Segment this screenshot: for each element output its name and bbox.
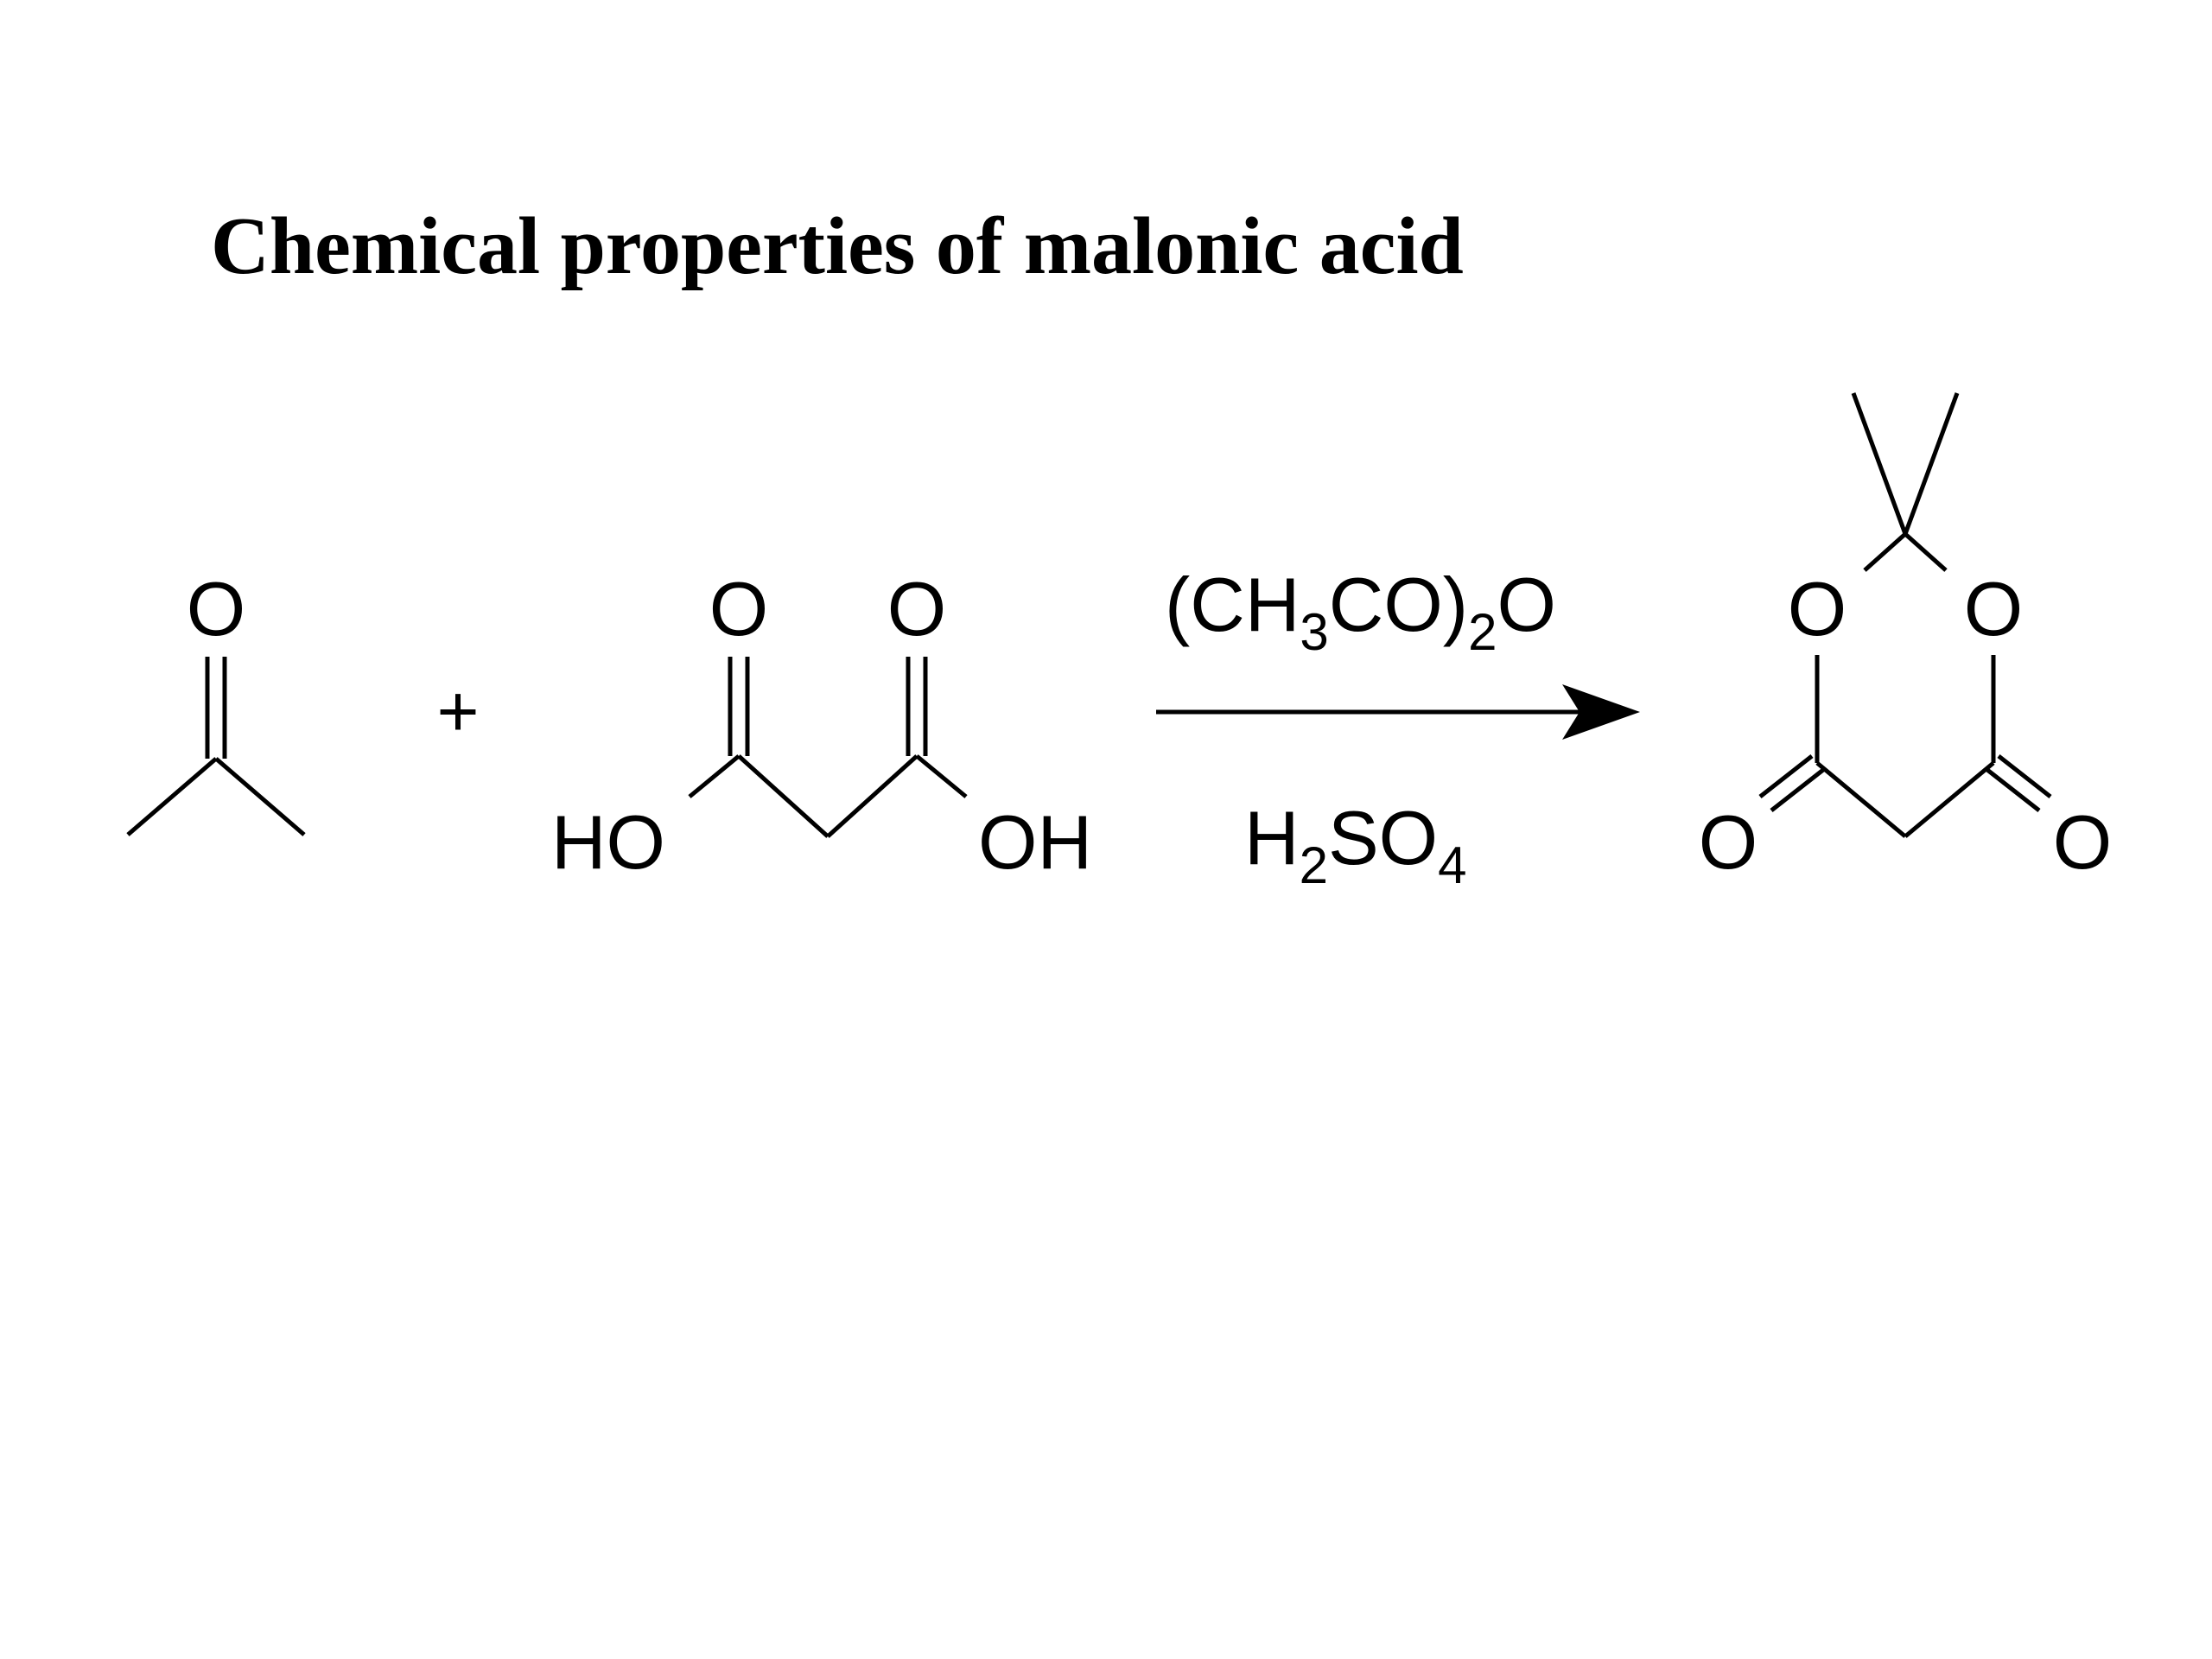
product-bond-ch2-cright xyxy=(1904,761,1995,838)
acetone-structure: O xyxy=(126,566,306,836)
malonic-oxygen-right-label: O xyxy=(887,566,946,652)
arrow-head xyxy=(1562,684,1640,740)
acetone-bond-left xyxy=(126,757,218,836)
product-exo-oxygen-left-label: O xyxy=(1699,799,1758,885)
product-bond-cq-oleft xyxy=(1863,532,1907,572)
product-exo-double-right-a xyxy=(1997,754,2052,798)
product-ring-oxygen-right-label: O xyxy=(1964,566,2023,652)
acetone-oxygen-label: O xyxy=(187,566,245,652)
product-exo-oxygen-right-label: O xyxy=(2053,799,2112,885)
reagent-acetic-anhydride: (CH3CO)2O xyxy=(1165,562,1556,661)
malonic-bond-c1-ch2 xyxy=(737,754,830,838)
reaction-arrow xyxy=(1156,684,1640,740)
malonic-bond-ho-c1 xyxy=(688,754,741,798)
plus-sign: + xyxy=(436,671,479,752)
product-bond-cq-oright xyxy=(1904,532,1948,572)
malonic-ho-label: HO xyxy=(551,799,665,885)
product-structure: O O O O xyxy=(1699,392,2112,885)
product-exo-double-left-b xyxy=(1770,768,1825,812)
product-ring-oxygen-left-label: O xyxy=(1788,566,1847,652)
malonic-acid-structure: O O HO OH xyxy=(551,566,1092,885)
malonic-oh-label: OH xyxy=(978,799,1092,885)
product-bond-cleft-ch2 xyxy=(1815,761,1907,838)
product-methyl-right xyxy=(1903,392,1960,535)
malonic-bond-c3-oh xyxy=(915,754,968,798)
reagent-sulfuric-acid: H2SO4 xyxy=(1244,795,1466,894)
slide-title: Chemical properties of malonic acid xyxy=(211,201,1464,291)
product-exo-double-right-b xyxy=(1986,768,2041,812)
malonic-oxygen-left-label: O xyxy=(709,566,768,652)
malonic-bond-ch2-c3 xyxy=(826,754,918,838)
product-methyl-left xyxy=(1851,392,1908,535)
product-exo-double-left-a xyxy=(1758,754,1814,798)
acetone-bond-right xyxy=(214,757,306,836)
